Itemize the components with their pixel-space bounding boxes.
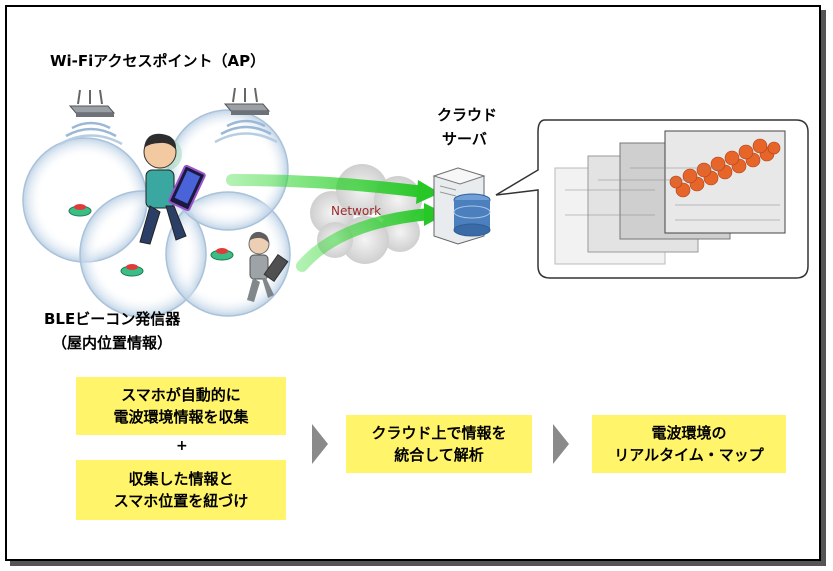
wifi-router-icon: [214, 87, 278, 144]
server-icon: [432, 167, 491, 245]
ble-beacon-icon: [120, 264, 144, 277]
person-icon: [139, 133, 206, 245]
beacon-label-line2: （屋内位置情報）: [52, 334, 173, 352]
data-flow-arrows: [226, 174, 446, 272]
coverage-circles: [22, 109, 291, 318]
chevron-right-icon: [553, 424, 569, 464]
step-box-collect: スマホが自動的に 電波環境情報を収集: [76, 377, 286, 435]
step-text: クラウド上で情報を: [371, 424, 507, 442]
ble-beacon-icon: [210, 248, 234, 261]
map-thumbnail-icon: [554, 130, 786, 265]
step-text: 収集した情報と: [128, 470, 234, 488]
step-text: スマホ位置を紐づけ: [113, 492, 249, 510]
step-text: リアルタイム・マップ: [614, 446, 764, 464]
step-box-analyze: クラウド上で情報を 統合して解析: [346, 415, 532, 473]
step-text: 電波環境情報を収集: [113, 408, 249, 426]
step-text: スマホが自動的に: [121, 386, 241, 404]
network-label: Network: [331, 204, 382, 218]
wifi-router-icon: [59, 89, 123, 146]
step-box-realtime-map: 電波環境の リアルタイム・マップ: [592, 415, 786, 473]
ap-title: Wi-Fiアクセスポイント（AP）: [50, 52, 266, 70]
step-text: 電波環境の: [651, 424, 727, 442]
plus-sign: +: [176, 438, 188, 454]
server-label-line1: クラウド: [437, 106, 498, 124]
beacon-label-line1: BLEビーコン発信器: [44, 310, 181, 328]
step-text: 統合して解析: [394, 446, 484, 464]
step-box-link: 収集した情報と スマホ位置を紐づけ: [76, 460, 286, 520]
person-icon: [247, 231, 289, 302]
chevron-right-icon: [312, 424, 328, 464]
server-label-line2: サーバ: [442, 130, 487, 148]
ble-beacon-icon: [68, 204, 92, 217]
